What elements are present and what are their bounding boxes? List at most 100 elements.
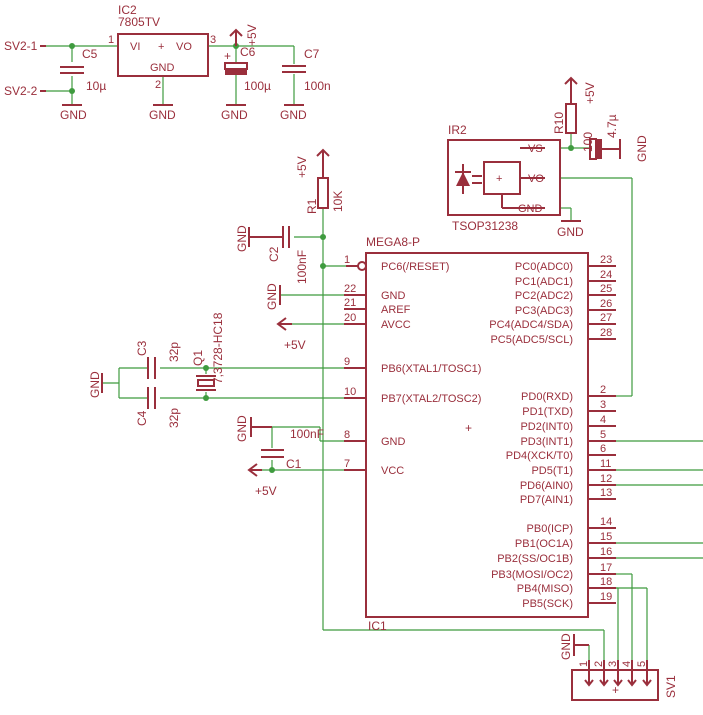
pin-number: 25 xyxy=(600,283,612,295)
svg-text:GND: GND xyxy=(235,225,249,252)
ic2-name: IC2 xyxy=(118,3,137,17)
svg-text:VS: VS xyxy=(528,143,543,155)
pin-label: PB3(MOSI/OC2) xyxy=(491,569,573,581)
pin-number: 23 xyxy=(600,254,612,266)
pin-label: AVCC xyxy=(381,319,411,331)
mcu-value: MEGA8-P xyxy=(366,235,420,249)
c6-name: C6 xyxy=(240,45,256,59)
pin-label: PB1(OC1A) xyxy=(515,538,573,550)
svg-text:GND: GND xyxy=(221,108,248,122)
pin-number: 10 xyxy=(344,386,356,398)
pin-number: 11 xyxy=(600,458,611,470)
c2-name: C2 xyxy=(267,246,281,262)
pin-label: PB0(ICP) xyxy=(527,523,573,535)
pin-number: 4 xyxy=(600,414,606,426)
pin-number: 21 xyxy=(344,297,356,309)
c7-name: C7 xyxy=(304,47,320,61)
pin-label: VCC xyxy=(381,465,404,477)
pin-number: 8 xyxy=(344,429,350,441)
gnd-symbol-8: GND xyxy=(235,415,272,442)
svg-text:2: 2 xyxy=(155,79,161,91)
pin-label: GND xyxy=(381,290,406,302)
pin-number: 20 xyxy=(344,312,356,324)
sv1-pin-3: 3 xyxy=(607,660,623,687)
ir2-name: IR2 xyxy=(448,123,467,137)
pin-number: 5 xyxy=(636,661,648,667)
pin-number: 4 xyxy=(621,661,633,667)
pin-number: 17 xyxy=(600,562,612,574)
junction-dot xyxy=(320,234,326,240)
net-wires-right xyxy=(588,395,703,660)
pin-number: 1 xyxy=(578,661,590,667)
svg-text:+5V: +5V xyxy=(255,484,277,498)
svg-text:+: + xyxy=(465,421,472,435)
svg-text:VO: VO xyxy=(528,173,544,185)
pin-label: PC0(ADC0) xyxy=(515,261,573,273)
pin-label: PD1(TXD) xyxy=(522,406,573,418)
pin-label: PC2(ADC2) xyxy=(515,290,573,302)
pin-label: PB6(XTAL1/TOSC1) xyxy=(381,363,481,375)
svg-text:GND: GND xyxy=(518,203,543,215)
crystal-q1: Q1 7,3728-HC18 xyxy=(191,312,225,391)
pin-number: 3 xyxy=(600,399,606,411)
svg-text:GND: GND xyxy=(559,633,573,660)
pin-number: 16 xyxy=(600,546,612,558)
gnd-symbol: GND xyxy=(280,104,307,122)
svg-text:GND: GND xyxy=(280,108,307,122)
gnd-symbol: GND xyxy=(557,220,584,239)
pin-label: PD7(AIN1) xyxy=(520,494,573,506)
pin-number: 6 xyxy=(600,443,606,455)
pin-number: 24 xyxy=(600,269,612,281)
capacitor-c2: GND C2 100nF xyxy=(235,225,309,284)
pin-label: GND xyxy=(381,436,406,448)
pin-label: PB5(SCK) xyxy=(522,598,573,610)
capacitor-c3: C3 32p xyxy=(135,340,181,379)
pin-number: 3 xyxy=(607,661,619,667)
c7-value: 100n xyxy=(304,79,331,93)
mcu-name: IC1 xyxy=(368,619,387,633)
c3-value: 32p xyxy=(167,342,181,362)
svg-text:+5V: +5V xyxy=(295,156,309,178)
c1-name: C1 xyxy=(286,457,302,471)
svg-text:1: 1 xyxy=(108,34,114,46)
svg-text:VO: VO xyxy=(176,41,192,53)
q1-value: 7,3728-HC18 xyxy=(211,312,225,384)
c3-name: C3 xyxy=(135,340,149,356)
junction-dot xyxy=(203,365,209,371)
pin-number: 9 xyxy=(344,356,350,368)
svg-text:GND: GND xyxy=(235,415,249,442)
sv1-pin-5: 5 xyxy=(636,660,652,687)
pin-number: 22 xyxy=(344,283,356,295)
pin-label: PD6(AIN0) xyxy=(520,480,573,492)
svg-text:GND: GND xyxy=(149,108,176,122)
c6-value: 100µ xyxy=(244,79,271,93)
c4-value: 32p xyxy=(167,408,181,428)
r10-name: R10 xyxy=(552,112,566,134)
junction-dot xyxy=(269,467,275,473)
pin-label: AREF xyxy=(381,304,411,316)
pin-label: PC1(ADC1) xyxy=(515,276,573,288)
svg-text:+5V: +5V xyxy=(245,24,259,46)
r1-name: R1 xyxy=(305,198,319,214)
pin-number: 13 xyxy=(600,487,612,499)
r1-value: 10K xyxy=(331,191,345,212)
ir2-value: TSOP31238 xyxy=(452,219,518,233)
pin-number: 28 xyxy=(600,327,612,339)
c1-value: 100nF xyxy=(290,427,324,441)
